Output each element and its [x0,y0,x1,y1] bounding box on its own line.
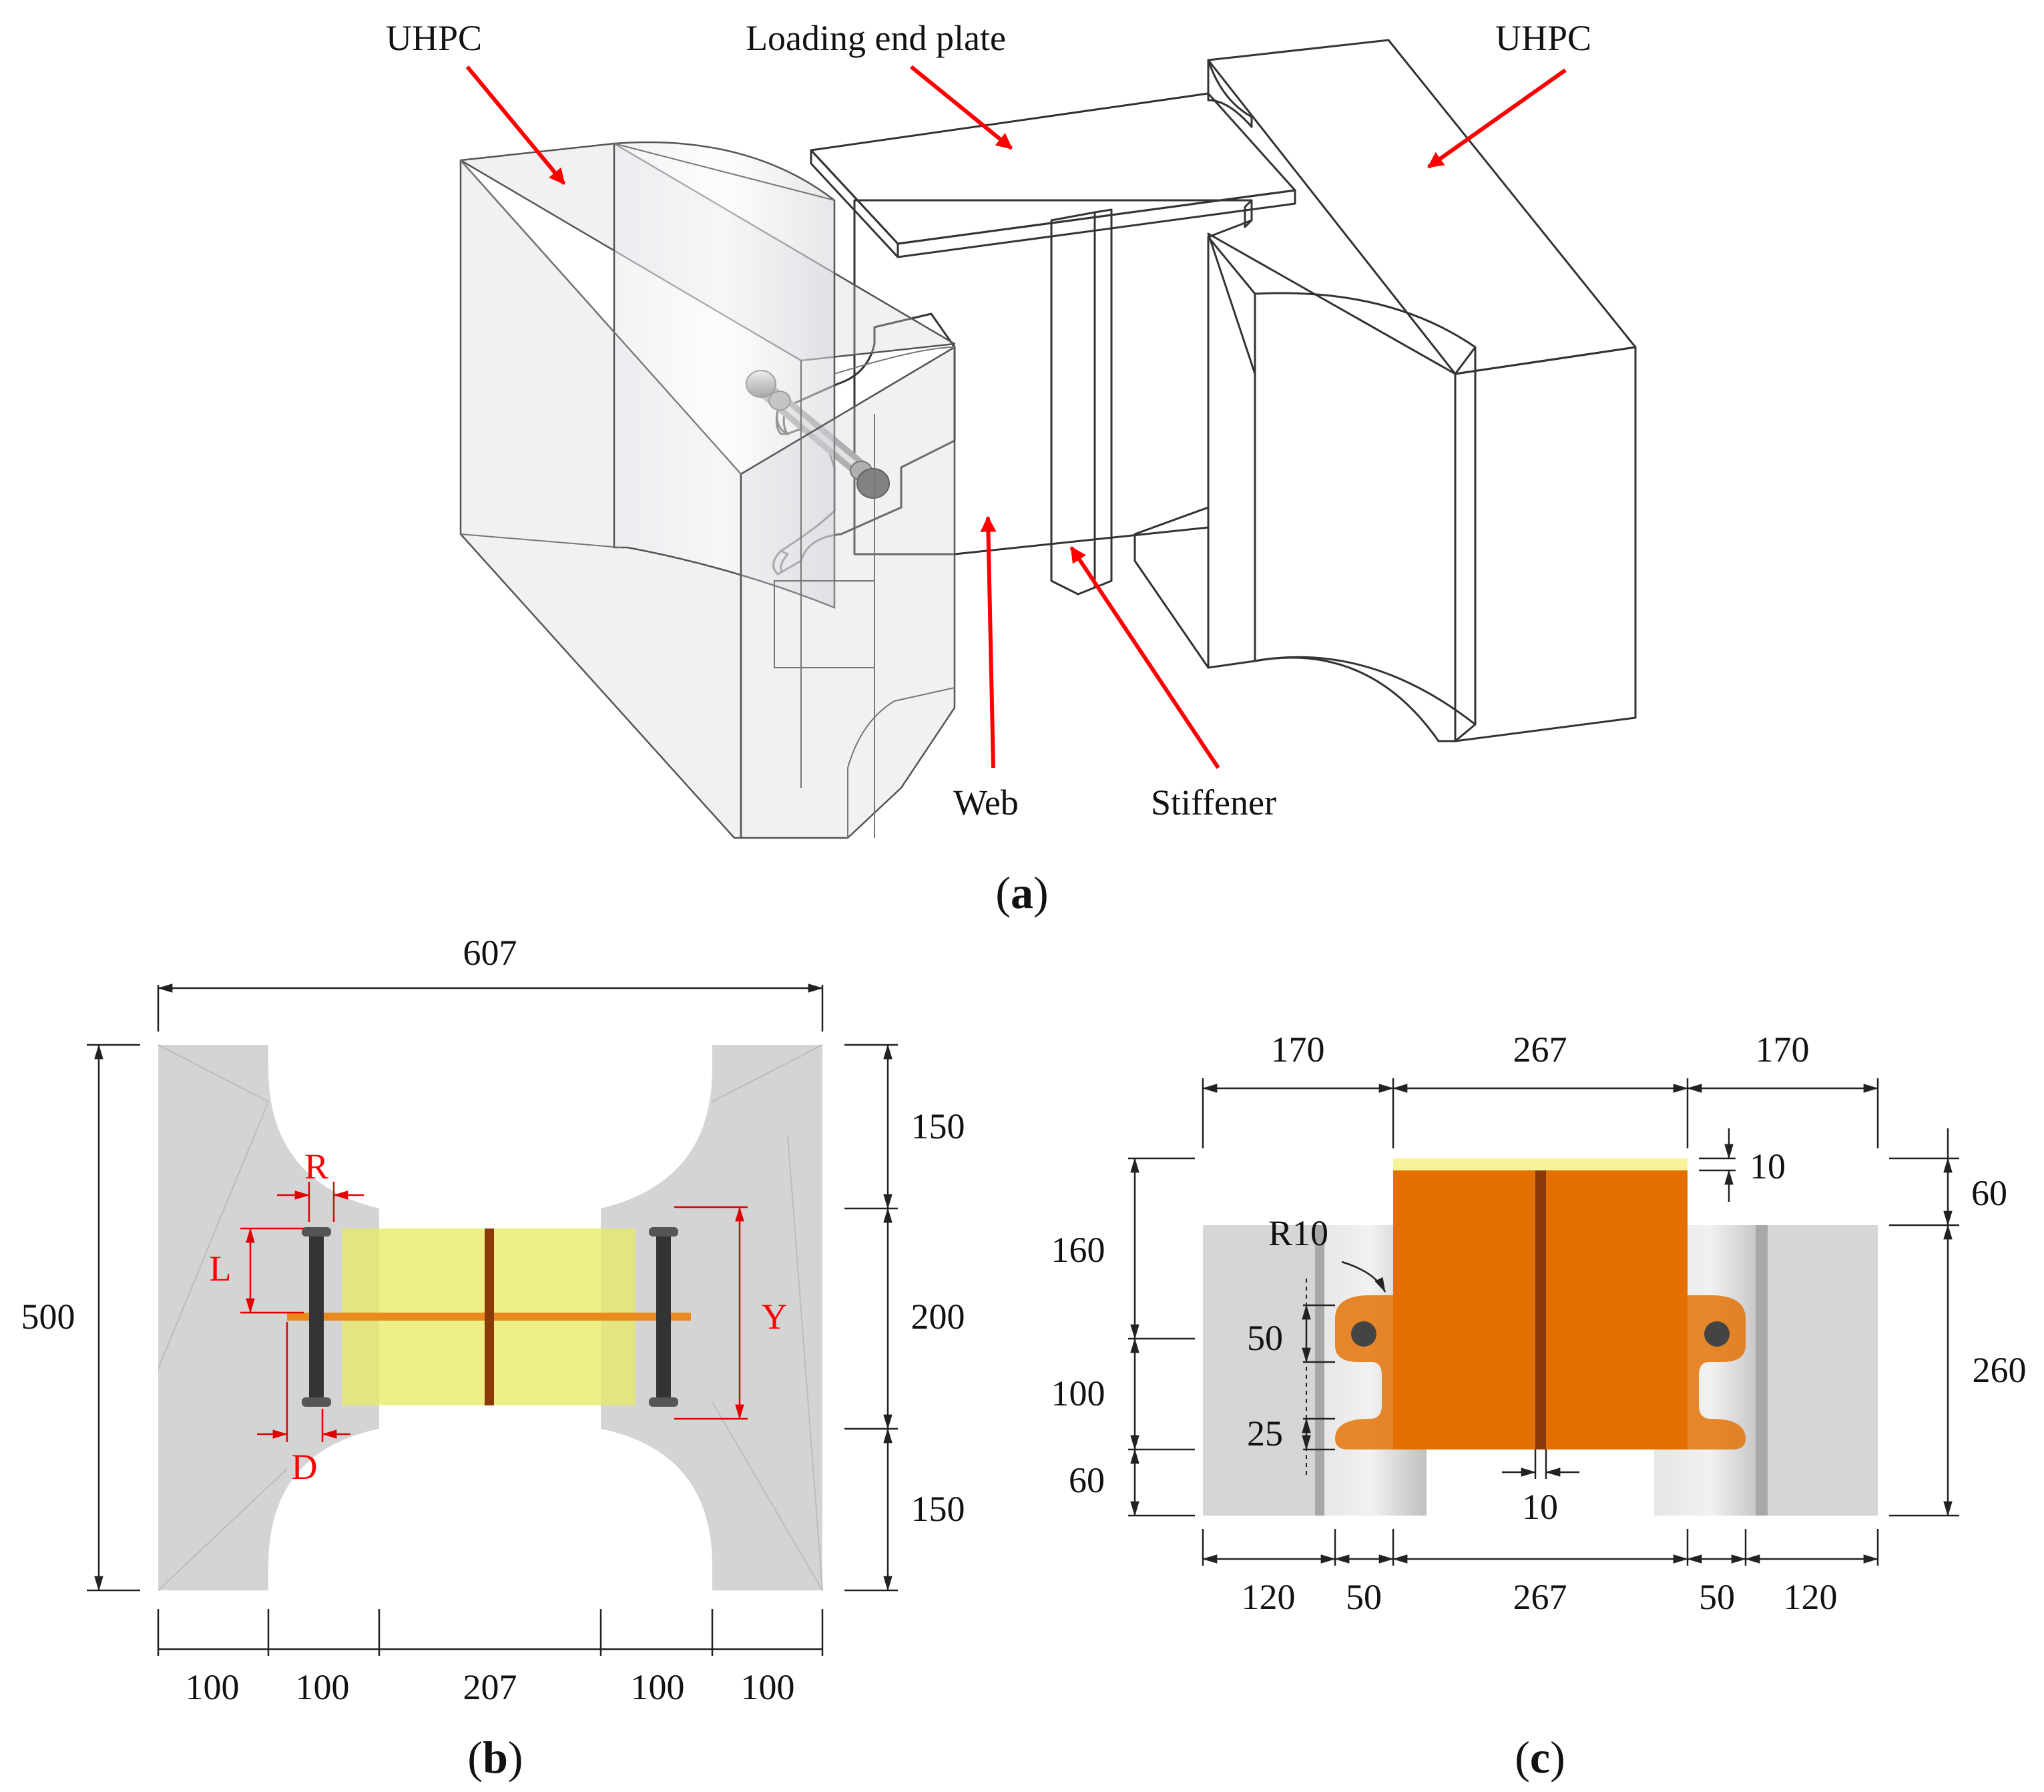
uhpc-block-left [459,141,956,839]
panel-a-3d-view: UHPC Loading end plate UHPC Web Stiffene… [386,18,1637,918]
uhpc-plan-right [601,1045,822,1590]
dim-c-plate-thickness: 10 [1750,1146,1786,1186]
label-stiffener: Stiffener [1151,782,1276,823]
dim-c-bottom-2: 50 [1346,1577,1382,1617]
dim-c-top-3: 170 [1756,1030,1810,1070]
lug-right [1688,1295,1746,1449]
dim-b-right-top: 150 [911,1106,965,1146]
dim-b-overall-height: 500 [21,1297,75,1337]
dim-b-bottom-3: 207 [463,1667,517,1707]
arrow-stiffener [1069,546,1220,769]
dim-c-inner-25: 25 [1247,1413,1283,1453]
stiffener-elev [1535,1170,1546,1449]
dim-c-bottom-5: 120 [1784,1577,1838,1617]
lug-left [1335,1295,1393,1449]
arrow-loading-end-plate [910,65,1013,150]
dim-b-bottom-5: 100 [741,1667,795,1707]
caption-a: (a) [995,867,1048,918]
label-loading-end-plate: Loading end plate [746,18,1006,58]
bolt-elev-right [1704,1321,1730,1347]
panel-b-plan-view: 607 500 150 200 150 100 100 207 100 100 [21,933,965,1783]
dim-c-bottom-3: 267 [1513,1577,1567,1617]
bolt-plan-left [302,1227,331,1407]
dim-c-radius: R10 [1268,1213,1328,1253]
dim-c-left-1: 160 [1051,1230,1105,1270]
end-plate-elev [1393,1158,1688,1170]
symbol-d: D [292,1447,318,1487]
dim-c-left-2: 100 [1051,1373,1105,1413]
uhpc-block-right [1133,39,1637,742]
dim-c-inner-50: 50 [1247,1318,1283,1358]
bolt-plan-right [649,1227,678,1407]
dim-c-stiffener-width: 10 [1522,1487,1558,1527]
loading-end-plate [810,92,1296,258]
dim-c-top-1: 170 [1271,1030,1325,1070]
dim-c-bottom-4: 50 [1699,1577,1735,1617]
label-uhpc-left: UHPC [386,18,482,58]
dim-b-bottom-1: 100 [186,1667,240,1707]
dim-b-right-mid: 200 [911,1297,965,1337]
label-uhpc-right: UHPC [1495,18,1591,58]
uhpc-plan-left [158,1045,379,1590]
stiffener-plan [485,1228,494,1405]
dim-b-bottom-2: 100 [296,1667,350,1707]
symbol-y: Y [762,1297,788,1337]
dim-b-right-bottom: 150 [911,1489,965,1529]
arrow-uhpc-right [1427,68,1567,169]
arrow-uhpc-left [465,65,566,185]
dim-c-bottom-1: 120 [1242,1577,1296,1617]
arrow-web [980,515,997,768]
caption-c: (c) [1515,1732,1565,1783]
steel-web [853,199,1253,555]
dim-b-bottom-4: 100 [631,1667,685,1707]
panel-c-elevation-view: 170 267 170 10 60 260 160 100 60 R10 [1051,1030,2027,1783]
dim-c-right-bottom: 260 [1973,1350,2027,1390]
caption-b: (b) [467,1732,523,1783]
symbol-l: L [210,1249,232,1289]
dim-c-right-top: 60 [1971,1173,2007,1213]
dim-b-overall-width: 607 [463,933,517,973]
dim-c-top-2: 267 [1513,1030,1567,1070]
label-web: Web [953,782,1019,823]
dim-c-left-3: 60 [1069,1460,1105,1500]
bolt-elev-left [1351,1321,1376,1347]
symbol-r: R [304,1146,328,1186]
stiffener [1050,208,1113,596]
